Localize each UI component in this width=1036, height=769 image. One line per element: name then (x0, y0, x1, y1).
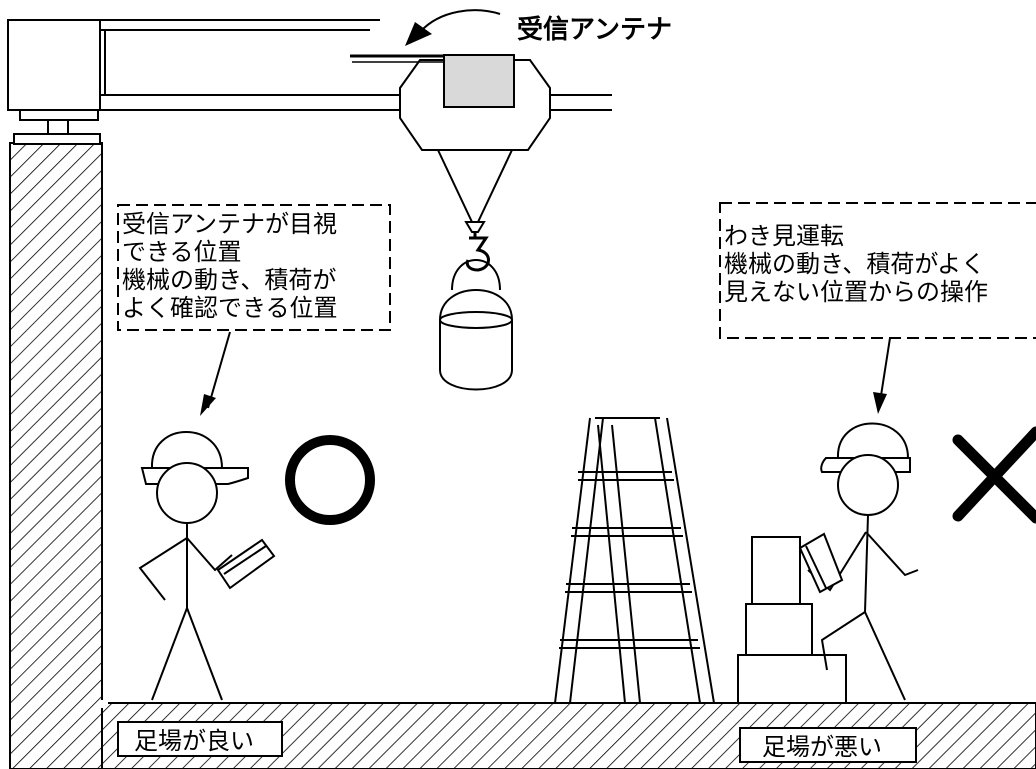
remote-controller-icon (216, 538, 276, 590)
svg-text:受信アンテナが目視 できる位置 機械: 受信アンテナが目視 できる位置 機械の動き、積荷が よく確認できる位置 (122, 210, 345, 322)
svg-text:わき見運転 機械の動き、積荷がよく: わき見運転 機械の動き、積荷がよく 見えない位置からの操作 (724, 222, 993, 306)
good-footing-badge: 足場が良い (117, 721, 283, 757)
good-callout-line: できる位置 (122, 238, 242, 266)
antenna-arrow (405, 9, 501, 46)
stacked-boxes (737, 536, 847, 704)
bad-mark-cross (952, 426, 1036, 524)
good-mark-circle (285, 435, 375, 525)
hoist-unit (350, 54, 551, 233)
good-callout: 受信アンテナが目視 できる位置 機械の動き、積荷が よく確認できる位置 (117, 204, 391, 416)
bad-callout-line: 機械の動き、積荷がよく (724, 250, 985, 278)
hatched-wall (9, 142, 103, 769)
remote-controller-icon (798, 532, 844, 594)
bad-footing-label: 足場が悪い (762, 733, 882, 761)
crane-girder (7, 19, 612, 145)
bad-callout: わき見運転 機械の動き、積荷がよく 見えない位置からの操作 (719, 202, 1036, 414)
operator-good-position (138, 431, 276, 701)
bad-callout-line: わき見運転 (724, 222, 844, 250)
antenna-label: 受信アンテナ (517, 14, 672, 45)
bad-footing-badge: 足場が悪い (739, 727, 917, 763)
good-callout-line: よく確認できる位置 (122, 294, 338, 322)
good-footing-label: 足場が良い (134, 727, 254, 755)
receiver-antenna-box (443, 54, 515, 108)
good-callout-line: 受信アンテナが目視 (122, 210, 337, 238)
ladder (554, 417, 715, 704)
operator-bad-position (798, 422, 919, 701)
good-callout-line: 機械の動き、積荷が (122, 266, 336, 294)
hook-and-bucket (439, 232, 513, 391)
bad-callout-line: 見えない位置からの操作 (724, 278, 988, 306)
